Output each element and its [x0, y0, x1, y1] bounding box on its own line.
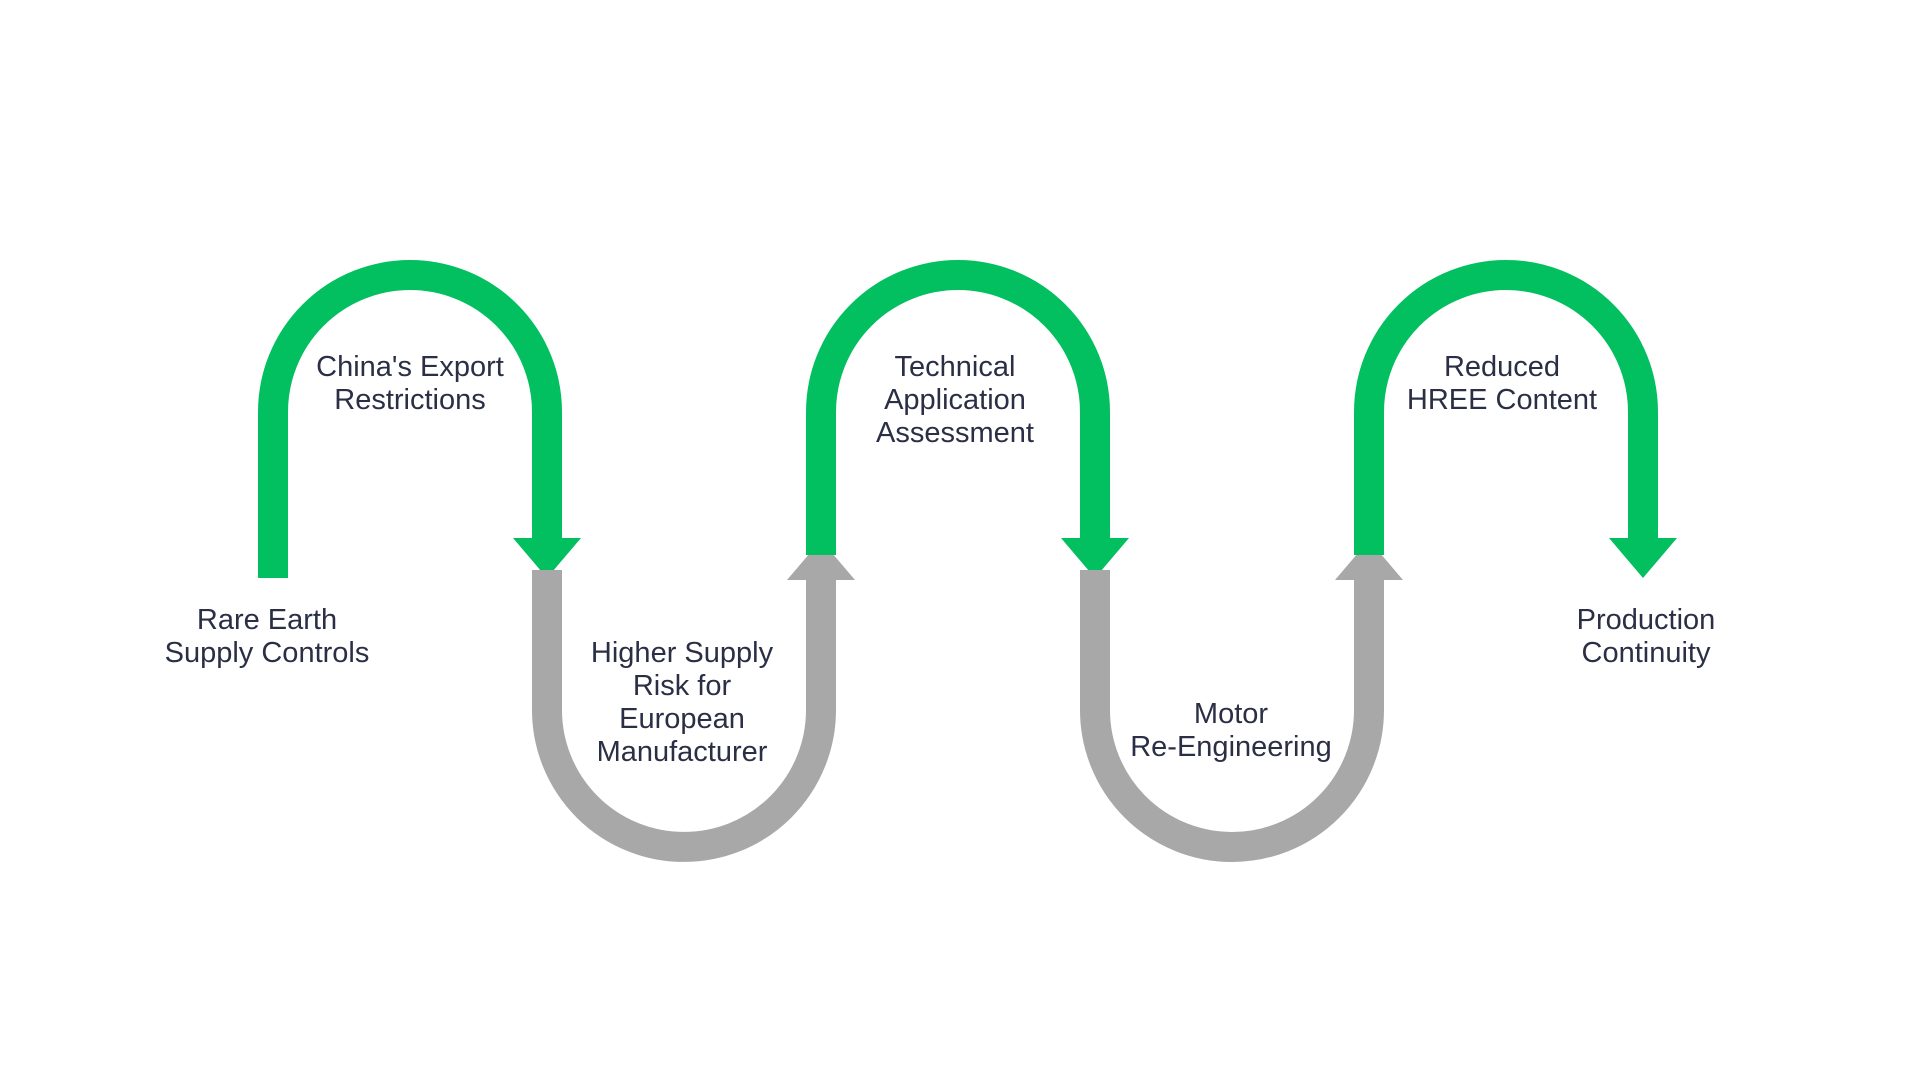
arch-export-restrictions [258, 260, 562, 578]
arrow-down-icon [1061, 538, 1129, 578]
arrow-up-icon [1335, 540, 1403, 580]
valley-supply-risk [532, 570, 836, 862]
arch-technical-assessment [806, 260, 1110, 555]
arrow-up-icon [787, 540, 855, 580]
step-label-motor-reengineering: Motor Re-Engineering [1130, 698, 1332, 763]
step-label-supply-risk: Higher Supply Risk for European Manufact… [590, 637, 774, 768]
step-label-supply-controls: Rare Earth Supply Controls [164, 604, 370, 669]
step-label-technical-assessment: Technical Application Assessment [876, 351, 1034, 449]
arrow-down-icon [513, 538, 581, 578]
step-label-export-restrictions: China's Export Restrictions [316, 351, 504, 416]
step-label-production-continuity: Production Continuity [1576, 604, 1716, 669]
valley-motor-reengineering [1080, 570, 1384, 862]
arch-reduced-hree [1354, 260, 1658, 555]
arrow-down-icon [1609, 538, 1677, 578]
step-label-reduced-hree: Reduced HREE Content [1406, 351, 1598, 416]
